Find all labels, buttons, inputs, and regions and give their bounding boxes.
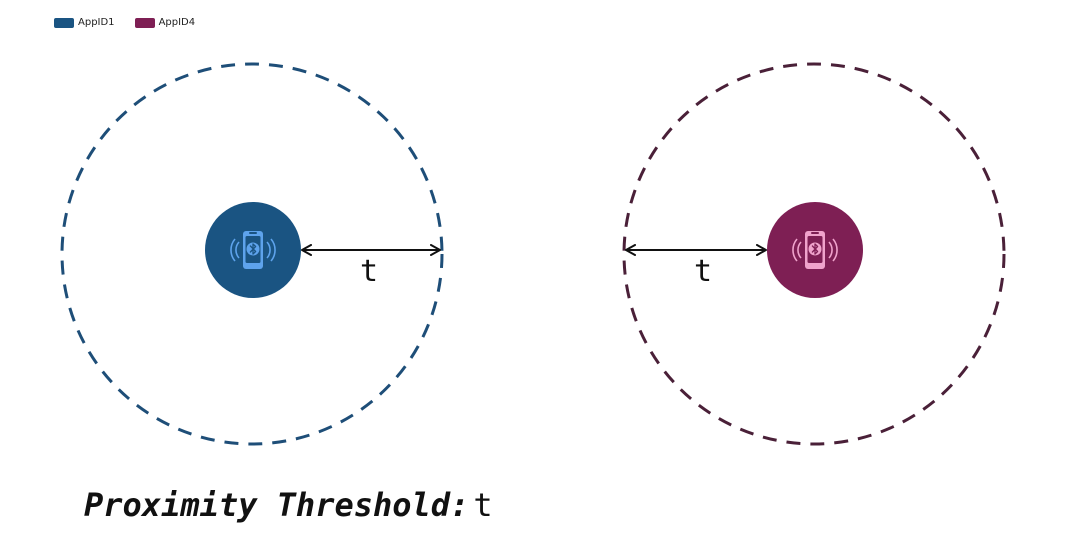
bluetooth-phone-icon [792,231,838,269]
legend-swatch-appid4 [134,17,155,28]
distance-label-appid4: t [694,254,712,289]
bluetooth-phone-icon [230,231,276,269]
legend-swatch-appid1 [54,17,74,28]
caption-variable: t [473,486,493,524]
device-group-appid4: t [622,62,1006,446]
caption: Proximity Threshold:t [84,486,493,524]
distance-label-appid1: t [360,254,378,289]
caption-label: Proximity Threshold: [84,486,470,524]
legend-item-appid1: AppID1 [54,17,115,28]
proximity-ring-appid4 [622,62,1006,446]
legend-label-appid4: AppID4 [158,17,196,28]
proximity-ring-appid1 [60,62,444,446]
legend: AppID1 AppID4 [54,17,195,28]
legend-item-appid4: AppID4 [134,17,196,28]
device-group-appid1: t [60,62,444,446]
legend-label-appid1: AppID1 [78,17,115,28]
